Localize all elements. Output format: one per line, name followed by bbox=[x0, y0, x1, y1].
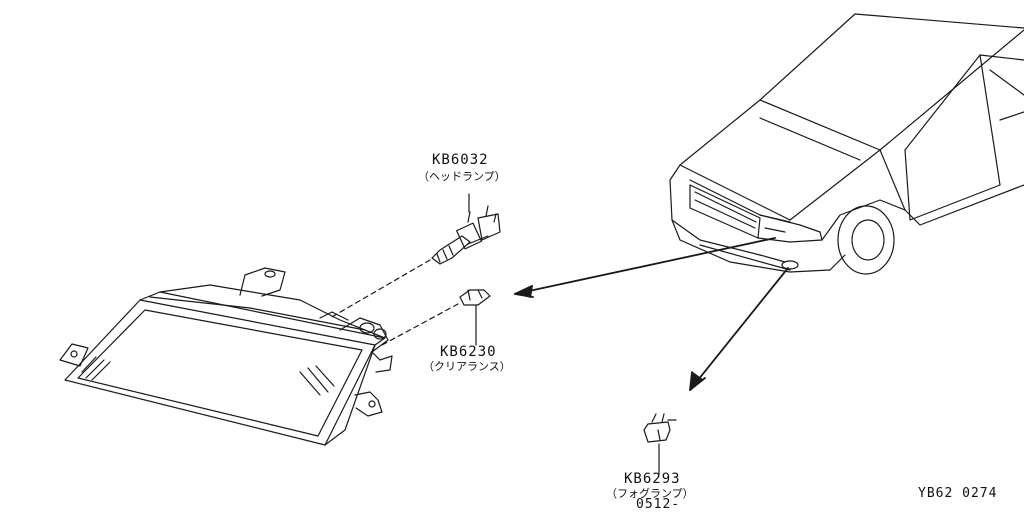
part-code-clearance: KB6230 bbox=[440, 344, 497, 360]
part-note-fog: 0512- bbox=[636, 497, 681, 512]
part-name-clearance: （クリアランス） bbox=[423, 360, 511, 373]
clearance-bulb bbox=[459, 289, 491, 306]
part-code-headlamp: KB6032 bbox=[432, 152, 489, 168]
fog-bulb bbox=[643, 413, 677, 443]
part-code-fog: KB6293 bbox=[624, 471, 681, 487]
part-name-fog: （フォグランプ） bbox=[606, 487, 694, 500]
headlamp-assembly bbox=[59, 267, 393, 446]
pointer-arrows bbox=[514, 237, 789, 391]
car-illustration bbox=[669, 13, 1024, 275]
headlamp-bulb bbox=[431, 205, 501, 265]
part-name-headlamp: （ヘッドランプ） bbox=[418, 170, 506, 183]
install-lines bbox=[329, 259, 459, 346]
figure-id: YB62 0274 bbox=[918, 486, 998, 501]
